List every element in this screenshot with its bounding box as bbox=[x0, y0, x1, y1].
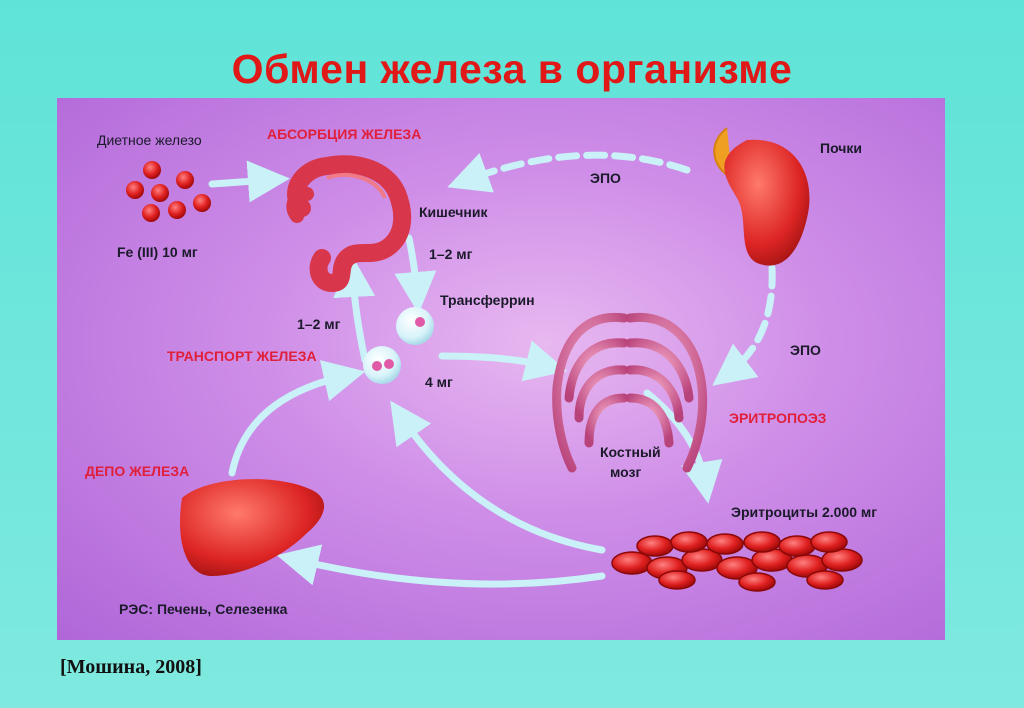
marrow-to-erythrocytes-arrow bbox=[643, 389, 723, 504]
absorption-label: АБСОРБЦИЯ ЖЕЛЕЗА bbox=[267, 126, 422, 142]
page-title: Обмен железа в организме bbox=[231, 46, 793, 92]
intestine-to-transferrin-arrow bbox=[394, 234, 437, 314]
epo-right-label: ЭПО bbox=[790, 342, 821, 358]
diagram-panel: Диетное железо Fe (III) 10 мг АБСОРБЦИЯ … bbox=[57, 98, 945, 640]
liver-to-transport-arrow bbox=[228, 360, 366, 477]
kidney-epo-right-arrow bbox=[712, 264, 776, 386]
erythrocytes-cluster bbox=[611, 531, 863, 592]
bone-marrow-illustration bbox=[552, 308, 708, 473]
bone-marrow-label-2: мозг bbox=[610, 464, 642, 480]
erythrocytes-to-transport-arrow bbox=[390, 400, 606, 554]
dose-down-label: 1–2 мг bbox=[429, 246, 473, 262]
transport-label: ТРАНСПОРТ ЖЕЛЕЗА bbox=[167, 348, 317, 364]
intestine-illustration bbox=[286, 155, 412, 293]
dose-up-label: 1–2 мг bbox=[297, 316, 341, 332]
erythrocytes-label: Эритроциты 2.000 мг bbox=[731, 504, 878, 520]
intestine-label: Кишечник bbox=[419, 204, 488, 220]
kidneys-label: Почки bbox=[820, 140, 863, 156]
transport-to-marrow-arrow bbox=[438, 340, 568, 382]
kidney-illustration bbox=[713, 127, 810, 266]
epo-top-label: ЭПО bbox=[590, 170, 621, 186]
dietary-iron-label: Диетное железо bbox=[97, 132, 202, 148]
erythropoiesis-label: ЭРИТРОПОЭЗ bbox=[729, 410, 827, 426]
res-label: РЭС: Печень, Селезенка bbox=[119, 601, 288, 617]
citation: [Мошина, 2008] bbox=[60, 656, 202, 678]
bone-marrow-label-1: Костный bbox=[600, 444, 661, 460]
dose-4-label: 4 мг bbox=[425, 374, 453, 390]
transferrin-label: Трансферрин bbox=[440, 292, 535, 308]
transferrin-to-intestine-arrow bbox=[333, 255, 376, 364]
depot-label: ДЕПО ЖЕЛЕЗА bbox=[85, 463, 190, 479]
liver-illustration bbox=[180, 479, 325, 576]
dietary-iron-dots bbox=[126, 161, 211, 222]
kidney-epo-top-arrow bbox=[447, 151, 691, 193]
diet-to-intestine-arrow bbox=[208, 160, 290, 203]
iron-dose-label: Fe (III) 10 мг bbox=[117, 244, 198, 260]
erythrocytes-to-liver-arrow bbox=[276, 544, 606, 588]
transferrin-molecules bbox=[363, 307, 434, 384]
iron-cycle-diagram bbox=[126, 127, 863, 592]
flow-arrows bbox=[208, 151, 776, 588]
